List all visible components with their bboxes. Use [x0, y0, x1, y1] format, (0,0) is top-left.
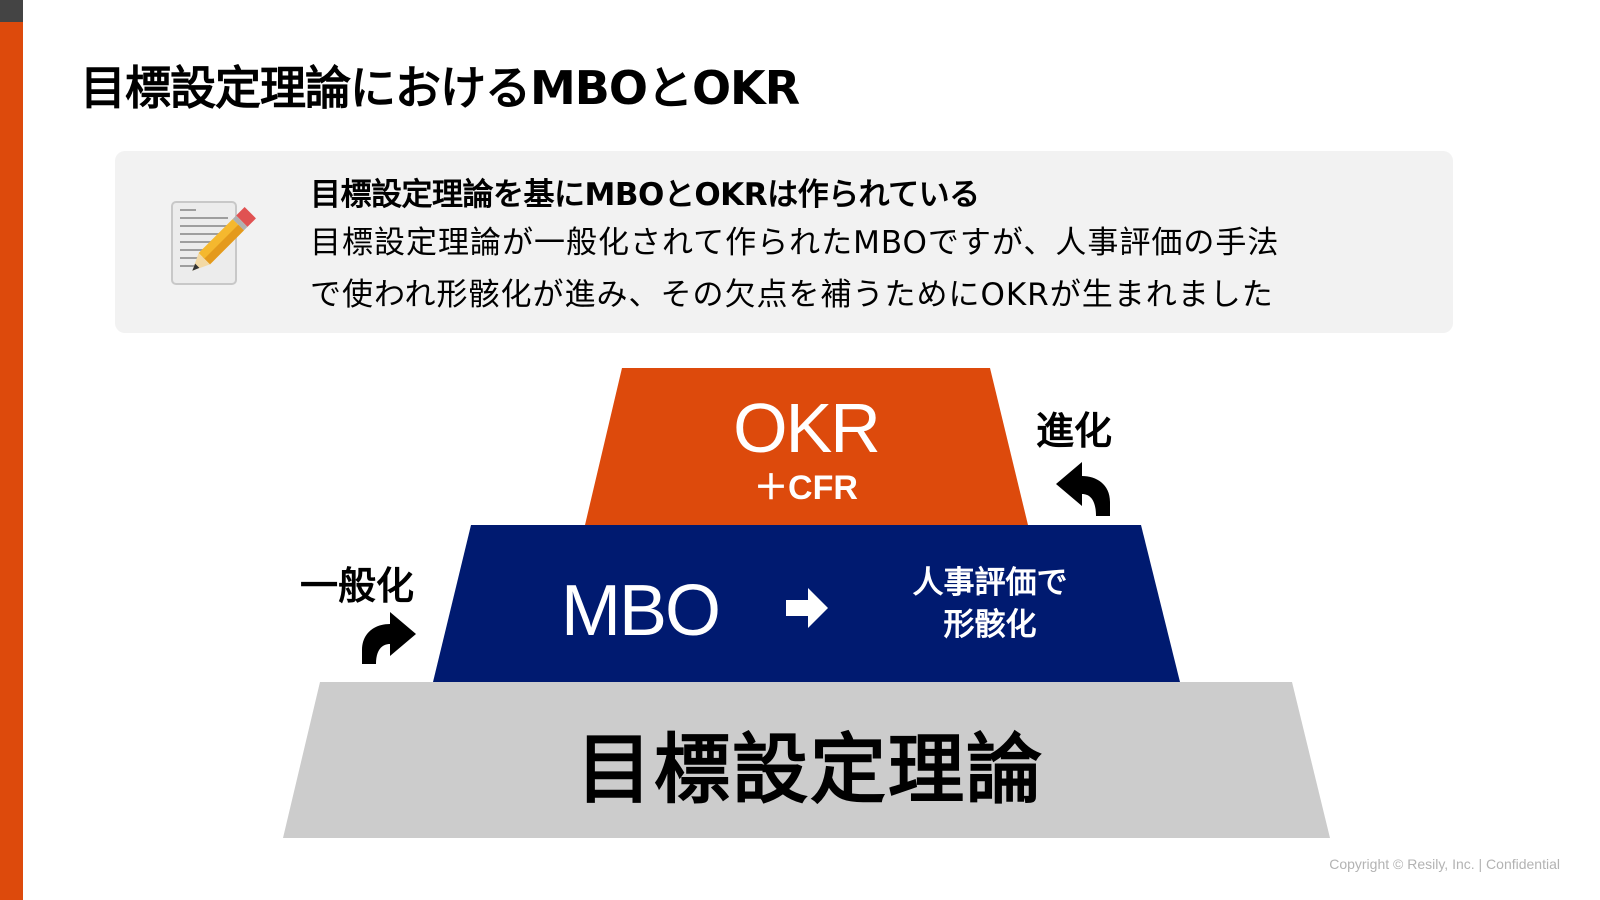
- pyramid-tier-base: [283, 682, 1330, 838]
- right-arrow-icon: [786, 588, 828, 628]
- cfr-label: ＋CFR: [754, 469, 858, 507]
- callout-heading: 目標設定理論を基にMBOとOKRは作られている: [310, 177, 980, 213]
- page-title: 目標設定理論におけるMBOとOKR: [80, 61, 800, 115]
- base-label: 目標設定理論: [576, 725, 1044, 814]
- callout-body-line: で使われ形骸化が進み、その欠点を補うためにOKRが生まれました: [310, 277, 1274, 313]
- summary-callout: 目標設定理論を基にMBOとOKRは作られている 目標設定理論が一般化されて作られ…: [115, 151, 1453, 333]
- curved-arrow-up-left-icon: [1054, 460, 1112, 516]
- callout-body-line: 目標設定理論が一般化されて作られたMBOですが、人事評価の手法: [310, 225, 1280, 261]
- callout-body: 目標設定理論が一般化されて作られたMBOですが、人事評価の手法 で使われ形骸化が…: [310, 217, 1279, 321]
- okr-label: OKR: [733, 389, 881, 467]
- curved-arrow-up-right-icon: [360, 610, 418, 664]
- mbo-note: 人事評価で 形骸化: [880, 562, 1100, 646]
- generalize-label: 一般化: [300, 564, 415, 608]
- mbo-note-line: 形骸化: [943, 607, 1037, 643]
- accent-bar-top: [0, 0, 23, 22]
- mbo-label: MBO: [560, 571, 721, 651]
- evolve-label: 進化: [1036, 409, 1113, 453]
- accent-bar: [0, 22, 23, 900]
- footer-copyright: Copyright © Resily, Inc. | Confidential: [1329, 856, 1560, 872]
- pyramid-tier-okr: [585, 368, 1028, 525]
- mbo-note-line: 人事評価で: [912, 565, 1068, 601]
- memo-pencil-icon: [170, 199, 260, 289]
